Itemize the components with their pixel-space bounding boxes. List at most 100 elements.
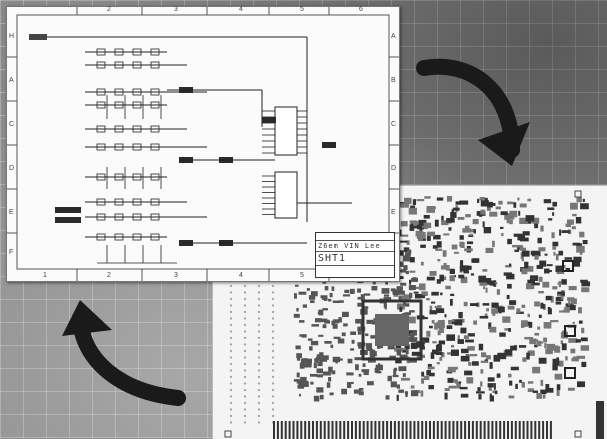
pcb-pad <box>549 320 559 323</box>
resistor-symbol <box>132 48 142 56</box>
pcb-pad <box>466 241 474 245</box>
pcb-pad <box>581 361 587 368</box>
pcb-pad <box>431 320 435 324</box>
pcb-pad <box>570 348 576 354</box>
connector-symbol <box>67 217 81 223</box>
pcb-edge-finger <box>526 421 529 439</box>
pcb-pad <box>363 369 369 376</box>
pcb-pad <box>400 234 409 237</box>
resistor-symbol <box>114 48 124 56</box>
pcb-pad <box>426 298 430 301</box>
pcb-pad <box>460 393 469 398</box>
pcb-pad <box>545 295 552 301</box>
pcb-edge-finger <box>417 421 420 439</box>
pcb-pad <box>513 202 517 208</box>
pcb-pad <box>454 319 463 326</box>
pcb-edge-finger <box>319 421 322 439</box>
pcb-pad <box>478 343 484 351</box>
pcb-pad <box>469 354 478 357</box>
pcb-pad <box>568 338 578 343</box>
pcb-via <box>257 414 261 418</box>
pcb-pad <box>536 392 542 399</box>
pcb-pad <box>479 282 487 286</box>
pcb-pad <box>408 359 417 363</box>
pcb-pad <box>447 352 454 355</box>
pcb-via <box>257 330 261 333</box>
pcb-edge-finger <box>312 421 314 439</box>
row-letter: H <box>9 33 15 40</box>
pcb-pad <box>492 390 497 394</box>
pcb-pad <box>358 345 364 349</box>
pcb-via <box>271 336 275 340</box>
pcb-pad <box>560 340 564 345</box>
pcb-via <box>229 304 233 307</box>
pcb-pad <box>358 391 364 396</box>
pcb-pad <box>575 216 582 224</box>
pcb-pad <box>319 356 328 362</box>
pcb-edge-finger <box>507 421 509 439</box>
pcb-pad <box>448 319 454 325</box>
pcb-pad <box>489 362 493 369</box>
pcb-pad <box>544 253 548 256</box>
pcb-pad <box>413 291 419 294</box>
pcb-via <box>271 388 275 392</box>
pcb-pad <box>341 388 348 395</box>
pcb-via <box>243 395 247 398</box>
pcb-via <box>243 382 247 385</box>
pcb-via <box>257 349 261 353</box>
pcb-edge-finger <box>534 421 537 439</box>
pcb-pad <box>500 211 508 216</box>
pcb-pad <box>547 306 551 312</box>
pcb-pad <box>302 358 308 364</box>
pcb-pad <box>419 283 426 291</box>
pcb-via <box>271 297 275 301</box>
pcb-pad <box>426 330 431 337</box>
pcb-pad <box>453 251 459 254</box>
pcb-pad <box>477 387 481 392</box>
pcb-pad <box>459 200 469 205</box>
pcb-pad <box>381 288 390 294</box>
pcb-pad <box>527 198 532 202</box>
pcb-pad <box>410 390 419 397</box>
column-number: 6 <box>359 6 363 13</box>
pcb-via <box>229 336 233 340</box>
pcb-pad <box>406 249 412 255</box>
pcb-pad <box>346 382 352 389</box>
pcb-pad <box>387 375 392 382</box>
pcb-pad <box>451 209 454 214</box>
pcb-pad <box>543 199 552 204</box>
pcb-via <box>271 310 275 314</box>
pcb-pad <box>571 358 579 362</box>
pcb-pad <box>576 355 586 359</box>
pcb-edge-finger <box>452 421 455 439</box>
title-block-label: Z6em VIN Lee <box>318 242 381 250</box>
pcb-pad <box>555 253 559 261</box>
pcb-pad <box>299 362 305 369</box>
pcb-pad <box>400 203 410 208</box>
pcb-pad <box>420 238 426 241</box>
pcb-pad <box>517 197 520 201</box>
pcb-pad <box>540 379 544 386</box>
pcb-pad <box>575 339 581 343</box>
pcb-edge-finger <box>362 421 365 439</box>
pcb-edge-finger <box>542 421 545 439</box>
pcb-pad <box>366 348 373 351</box>
pcb-via <box>271 317 275 320</box>
pcb-pad <box>576 243 582 248</box>
pcb-pad <box>421 378 425 384</box>
pcb-pad <box>357 302 364 307</box>
pcb-pad <box>552 212 555 216</box>
pcb-pad <box>375 364 383 371</box>
row-letter: D <box>9 165 15 172</box>
pcb-via <box>271 395 275 398</box>
pcb-pad <box>458 311 463 319</box>
pcb-pad <box>490 203 496 206</box>
pcb-pad <box>436 197 444 201</box>
pcb-pad <box>527 313 531 318</box>
pcb-pad <box>492 312 496 316</box>
pcb-pad <box>515 383 518 389</box>
pcb-pad <box>322 297 325 300</box>
pcb-pad <box>324 341 332 344</box>
pcb-pad <box>422 337 430 343</box>
pcb-pad <box>445 285 451 290</box>
